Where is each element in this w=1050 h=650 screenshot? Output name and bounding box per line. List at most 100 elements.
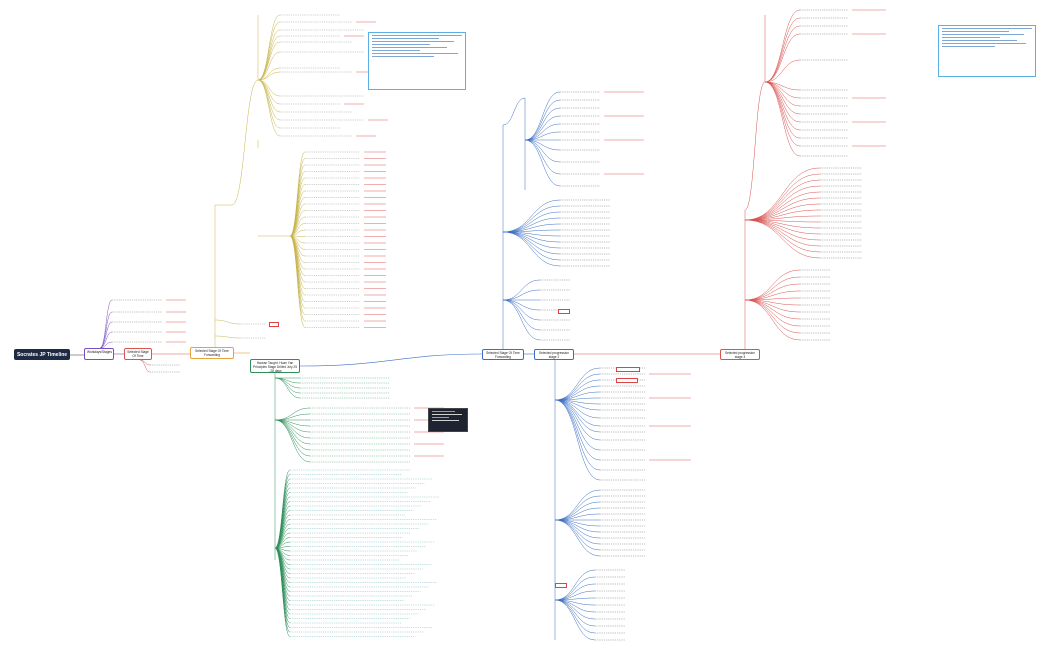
connector-line	[554, 599, 596, 627]
line	[942, 28, 1032, 29]
connector-line	[764, 17, 801, 83]
connector-line	[214, 319, 241, 325]
connector-line	[744, 290, 801, 301]
line	[942, 34, 1024, 35]
connector-line	[524, 139, 561, 163]
hub-workdays[interactable]: Workdays/Stages	[84, 348, 114, 360]
connector-line	[274, 419, 311, 457]
code-line	[432, 417, 450, 418]
connector-line	[554, 399, 601, 471]
connector-line	[99, 341, 113, 349]
connector-line	[257, 21, 281, 81]
connector-line	[764, 81, 801, 147]
connector-line	[554, 507, 601, 521]
connector-line	[554, 373, 601, 401]
connector-line	[524, 115, 561, 141]
connector-line	[274, 413, 311, 421]
code-screenshot-thumbnail	[428, 408, 468, 432]
connector-line	[502, 231, 561, 261]
line	[942, 46, 995, 47]
connector-line	[744, 167, 821, 221]
connector-line	[231, 79, 259, 206]
connector-line	[99, 331, 113, 349]
hub-label: Haoran Taught. Huan Yan Principles Stage…	[253, 361, 297, 373]
connector-line	[554, 599, 596, 613]
connector-line	[554, 519, 601, 551]
hub-label: Selected Stage Of Time Forwarding	[486, 351, 520, 359]
connector-line	[289, 158, 306, 237]
info-box-right	[938, 25, 1036, 77]
connector-line	[257, 14, 281, 81]
hub-progression-stage-2[interactable]: Selected progression stage 2	[534, 349, 574, 360]
connector-line	[764, 9, 801, 83]
connector-line	[554, 399, 601, 481]
connector-line	[744, 81, 766, 211]
connector-line	[524, 123, 561, 141]
connector-line	[524, 139, 561, 187]
connector-line	[744, 173, 821, 221]
line	[372, 53, 459, 54]
connector-line	[744, 185, 821, 221]
connector-line	[274, 377, 301, 399]
connector-line	[554, 489, 601, 521]
connector-line	[257, 71, 281, 81]
connector-line	[524, 91, 561, 141]
connector-line	[554, 569, 596, 601]
highlight-box-4[interactable]	[616, 378, 638, 383]
connector-line	[744, 203, 821, 221]
connector-line	[554, 495, 601, 521]
connector-line	[289, 184, 306, 237]
highlight-box-3[interactable]	[616, 367, 640, 372]
line	[942, 37, 1000, 38]
connector-line	[744, 276, 801, 301]
connector-line	[524, 99, 561, 141]
connector-line	[764, 81, 801, 131]
connector-line	[274, 419, 311, 463]
branch-lines	[70, 9, 821, 641]
connector-line	[554, 501, 601, 521]
hub-selected-stage[interactable]: Selected Stage Of Time	[124, 348, 152, 360]
line	[372, 41, 454, 42]
connector-line	[554, 576, 596, 601]
connector-line	[257, 79, 281, 97]
connector-line	[502, 231, 561, 267]
connector-line	[274, 547, 291, 637]
hub-progression-stage-4[interactable]: Selected progression stage 4	[720, 349, 760, 360]
connector-line	[502, 97, 526, 126]
connector-line	[289, 177, 306, 237]
connector-line	[764, 59, 801, 83]
connector-line	[502, 279, 541, 301]
hub-label: Selected progression stage 4	[725, 351, 755, 359]
connector-line	[99, 321, 113, 349]
line	[372, 50, 420, 51]
root-node[interactable]: Socrates JP Timeline	[14, 349, 70, 360]
connector-line	[289, 171, 306, 237]
connector-line	[554, 599, 596, 641]
hub-principles-stage[interactable]: Haoran Taught. Huan Yan Principles Stage…	[250, 359, 300, 373]
connector-line	[554, 519, 601, 533]
code-line	[432, 420, 459, 421]
connector-line	[274, 407, 311, 421]
connector-line	[257, 79, 281, 137]
hub-stage-forwarding-a[interactable]: Selected Stage Of Time Forwarding	[190, 347, 234, 359]
connector-line	[299, 353, 483, 367]
connector-line	[554, 519, 601, 557]
connector-line	[502, 231, 561, 255]
connector-line	[502, 199, 561, 233]
line	[942, 43, 1027, 44]
highlight-box-5[interactable]	[555, 583, 567, 588]
connector-line	[554, 399, 601, 441]
hub-stage-forwarding-b[interactable]: Selected Stage Of Time Forwarding	[482, 349, 524, 360]
connector-line	[257, 79, 281, 121]
connector-line	[257, 79, 281, 129]
highlight-box-2[interactable]	[558, 309, 570, 314]
leaf-nodes	[112, 9, 886, 641]
connector-line	[502, 299, 541, 331]
highlight-box-1[interactable]	[269, 322, 279, 327]
connector-line	[99, 311, 113, 349]
connector-line	[744, 219, 821, 259]
connector-line	[744, 299, 801, 313]
connector-line	[554, 590, 596, 601]
connector-line	[554, 399, 601, 451]
connector-line	[502, 299, 541, 341]
